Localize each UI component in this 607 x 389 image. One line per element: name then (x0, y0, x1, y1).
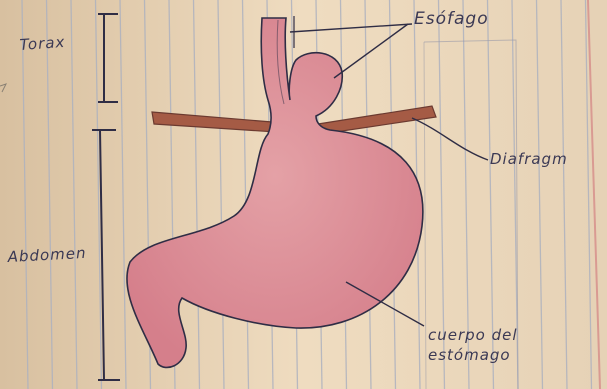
thorax-label: Torax (19, 33, 66, 54)
esophagus-label: Esófago (414, 9, 489, 29)
stomach-body-label-line1: cuerpo del (428, 326, 518, 344)
diaphragm-label: Diafragm (490, 150, 568, 168)
stomach-body-label-line2: estómago (428, 346, 511, 364)
